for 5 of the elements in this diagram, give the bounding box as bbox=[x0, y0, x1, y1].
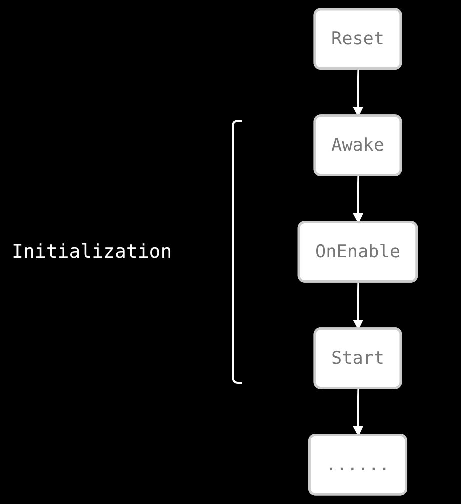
arrow bbox=[353, 69, 364, 117]
arrow bbox=[353, 388, 364, 436]
arrow bbox=[353, 176, 364, 224]
arrow bbox=[353, 282, 364, 330]
group-label: Initialization bbox=[12, 241, 172, 263]
